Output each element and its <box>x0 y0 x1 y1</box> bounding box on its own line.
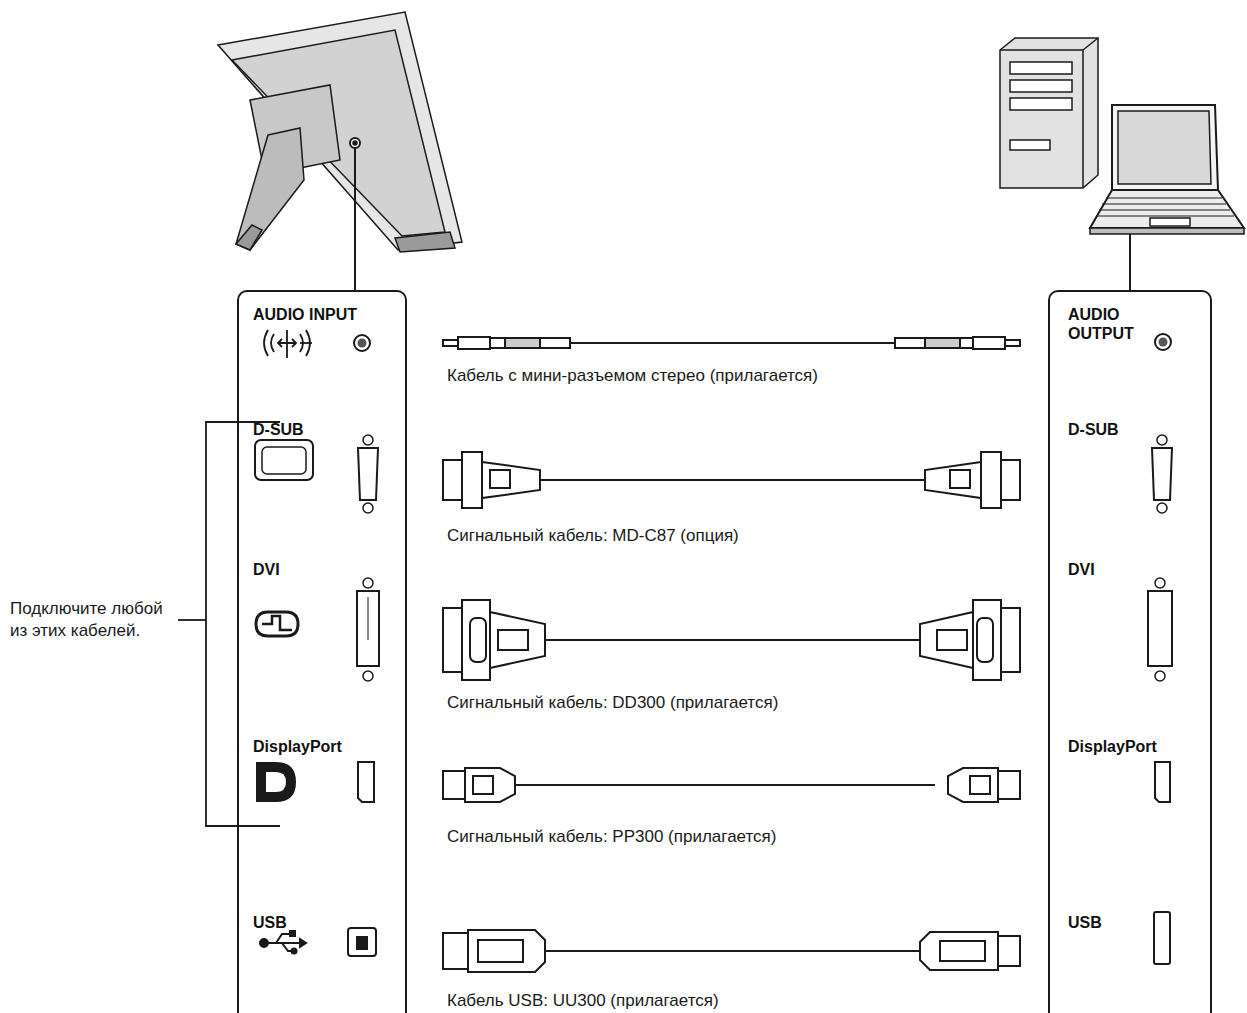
port-label: USB <box>1068 913 1148 932</box>
pc-tower-illustration <box>1000 38 1098 188</box>
port-label: D-SUB <box>253 420 373 439</box>
cable-caption: Кабель с мини-разъемом стерео (прилагает… <box>447 365 818 387</box>
port-label: DisplayPort <box>253 737 393 756</box>
port-label: DVI <box>1068 560 1148 579</box>
cable-caption: Кабель USB: UU300 (прилагается) <box>447 990 719 1012</box>
vga-port <box>358 435 378 513</box>
usb-cable <box>443 930 1020 972</box>
cable-caption: Сигнальный кабель: MD-C87 (опция) <box>447 525 739 547</box>
dvi-icon <box>256 612 298 636</box>
monitor-illustration <box>218 12 462 252</box>
usb-icon <box>260 931 306 954</box>
port-label: DisplayPort <box>1068 737 1188 756</box>
bracket-note: Подключите любой из этих кабелей. <box>10 598 168 642</box>
port-label: AUDIO INPUT <box>253 305 403 324</box>
port-label: D-SUB <box>1068 420 1148 439</box>
dvi-cable <box>443 600 1020 680</box>
displayport-icon <box>256 762 296 802</box>
vga-port <box>1152 435 1172 513</box>
port-label: AUDIO OUTPUT <box>1068 305 1158 343</box>
displayport-cable <box>443 768 1020 802</box>
dvi-port <box>1148 578 1172 681</box>
port-panel: AUDIO INPUT D-SUB DVI DisplayPortUSB <box>237 290 407 1013</box>
dsub-cable <box>443 452 1020 508</box>
port-label: USB <box>253 913 373 932</box>
cable-caption: Сигнальный кабель: DD300 (прилагается) <box>447 692 778 714</box>
audio-icon <box>264 330 312 358</box>
dvi-port <box>357 578 379 681</box>
laptop-illustration <box>1090 105 1244 234</box>
port-label: DVI <box>253 560 373 579</box>
cable-caption: Сигнальный кабель: PP300 (прилагается) <box>447 826 776 848</box>
audio-cable <box>443 337 1020 349</box>
port-panel: AUDIO OUTPUT D-SUB DVI DisplayPortUSB <box>1048 290 1212 1013</box>
